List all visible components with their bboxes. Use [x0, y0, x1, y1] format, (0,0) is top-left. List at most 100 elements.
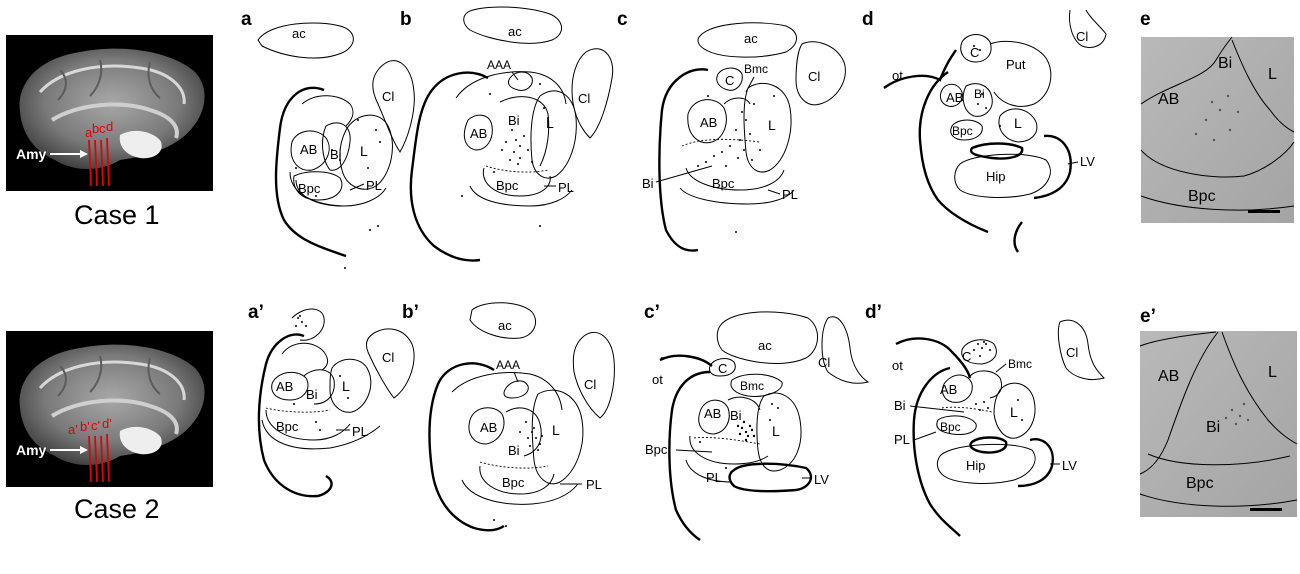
amy-arrow-head: [80, 446, 88, 454]
bi-outline: [962, 83, 993, 117]
panel-a: a ac Cl AB Bi L Bpc PL: [241, 9, 415, 269]
amy-arrow-head: [80, 150, 88, 158]
histology-image: [1141, 37, 1294, 223]
aaa-outline: [507, 71, 533, 91]
labeled-cells: [295, 119, 381, 269]
l-outline: [339, 114, 393, 190]
l-label: L: [1268, 364, 1277, 381]
labeled-cells: [973, 341, 1023, 421]
bpc-outline: [482, 167, 551, 197]
ab-label: AB: [940, 382, 957, 397]
panel-letter: b’: [402, 302, 419, 323]
ac-outline: [463, 6, 562, 44]
bi-label: Bi: [330, 147, 342, 162]
bpc-label: Bpc: [1186, 475, 1214, 492]
section-letter: d: [106, 119, 113, 134]
pl-label: PL: [558, 180, 574, 195]
c-outline: [709, 358, 736, 377]
l-outline: [756, 392, 802, 472]
labeled-cells: [293, 315, 349, 431]
panel-a-prime: a’ Cl AB Bi L Bpc PL: [248, 302, 415, 498]
lv-outline: [728, 462, 813, 493]
bpc-label: Bpc: [952, 124, 973, 138]
l-outline: [743, 82, 792, 173]
pl-leader: [349, 183, 365, 191]
put-outline: [989, 40, 1052, 107]
ac-outline: [469, 302, 536, 339]
labeled-cells: [961, 45, 1001, 127]
bi-bpc-boundary: [1140, 141, 1295, 178]
l-outline: [530, 90, 577, 179]
bpc-label: Bpc: [502, 475, 525, 490]
bi-bpc-boundary: [693, 437, 761, 445]
l-label: L: [1268, 66, 1277, 83]
histology-image: [1140, 331, 1297, 517]
ab-label: AB: [300, 142, 317, 157]
lv-inner-outline: [969, 142, 1024, 160]
bi-label: Bi: [306, 387, 318, 402]
l-outline: [329, 358, 372, 413]
ac-label: ac: [508, 24, 522, 39]
scale-bar: [1250, 508, 1282, 511]
mri-case-1: a b c d Amy: [6, 35, 213, 191]
bi-bpc-boundary: [1147, 453, 1291, 466]
ab-outline: [271, 371, 309, 401]
ab-outline: [463, 114, 493, 151]
pl-contour: [295, 179, 387, 207]
upper-boundary: [1139, 331, 1217, 347]
hip-label: Hip: [966, 458, 986, 473]
hip-outline: [936, 443, 1036, 484]
bi-label: Bi: [974, 87, 985, 101]
bpc-label: Bpc: [1188, 188, 1216, 205]
pl-contour: [261, 419, 381, 450]
hip-label: Hip: [986, 169, 1006, 184]
cl-label: Cl: [382, 89, 394, 104]
claustrum-outline: [365, 328, 415, 399]
amygdala-upper-contour: [455, 71, 567, 105]
ac-outline: [716, 311, 818, 364]
l-outline: [531, 389, 584, 485]
panel-b: b ac Cl AAA AB Bi L Bpc PL: [400, 6, 614, 262]
labeled-cells: [1224, 402, 1250, 426]
section-letter: a: [85, 125, 93, 140]
inner-contour: [289, 171, 343, 207]
ab-label: AB: [946, 90, 963, 105]
bpc-label: Bpc: [712, 176, 735, 191]
section-letter: b': [80, 419, 90, 434]
put-label: Put: [1006, 57, 1026, 72]
bi-outline: [303, 369, 335, 405]
cortex-fold: [38, 64, 186, 105]
bi-bpc-boundary: [265, 407, 331, 413]
bpc-label: Bpc: [496, 178, 519, 193]
aaa-leader: [513, 371, 519, 383]
bi-label: Bi: [642, 176, 654, 191]
bpc-label: Bpc: [645, 442, 668, 457]
l-outline: [993, 382, 1036, 439]
bi-bpc-boundary: [485, 165, 549, 173]
hip-outline: [954, 153, 1051, 198]
bmc-label: Bmc: [740, 379, 764, 393]
brainstem: [119, 130, 162, 159]
panel-c-prime: c’ ac Cl ot C Bmc AB Bi L Bpc PL LV: [644, 302, 870, 541]
panel-d: d Cl C Put ot AB Bi Bpc L Hip LV: [862, 9, 1107, 253]
ac-outline: [257, 22, 354, 59]
panel-letter: d’: [865, 302, 882, 323]
corpus-callosum: [50, 102, 179, 139]
aaa-label: AAA: [487, 58, 511, 72]
lv-label: LV: [1062, 458, 1077, 473]
ot-label: ot: [652, 372, 663, 387]
labeled-cells: [493, 421, 543, 527]
claustrum-outline: [571, 48, 614, 139]
bpc-lower-contour: [265, 409, 351, 441]
bi-bpc-boundary: [681, 138, 761, 147]
l-label: L: [342, 378, 350, 394]
l-label: L: [360, 143, 368, 159]
cl-label: Cl: [818, 355, 830, 370]
c-outline: [961, 339, 997, 365]
section-letter: b: [92, 121, 99, 136]
panel-letter: c’: [644, 302, 660, 323]
amygdala-upper-contour: [451, 372, 563, 411]
amy-label: Amy: [16, 146, 47, 162]
bpc-outline: [293, 171, 343, 201]
